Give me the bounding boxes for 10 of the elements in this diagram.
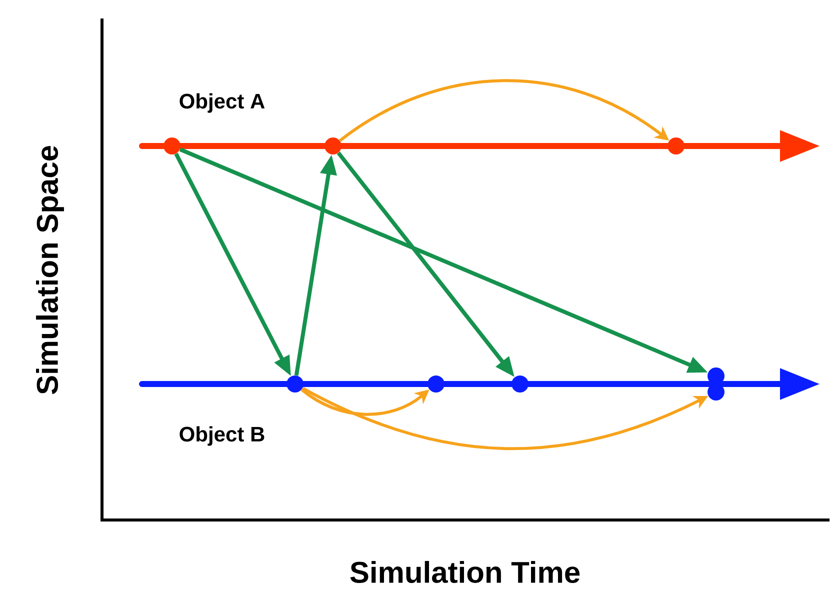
event-dot	[512, 375, 528, 392]
event-dot	[668, 138, 684, 154]
object-label: Object A	[180, 93, 265, 113]
event-dot	[164, 138, 180, 154]
object-label: Object B	[180, 426, 264, 446]
axis-title: Simulation Time	[350, 560, 580, 583]
event-dot	[324, 138, 342, 154]
axis-title: Simulation Space	[36, 146, 64, 394]
event-dot	[286, 375, 304, 392]
event-dot	[428, 375, 444, 392]
